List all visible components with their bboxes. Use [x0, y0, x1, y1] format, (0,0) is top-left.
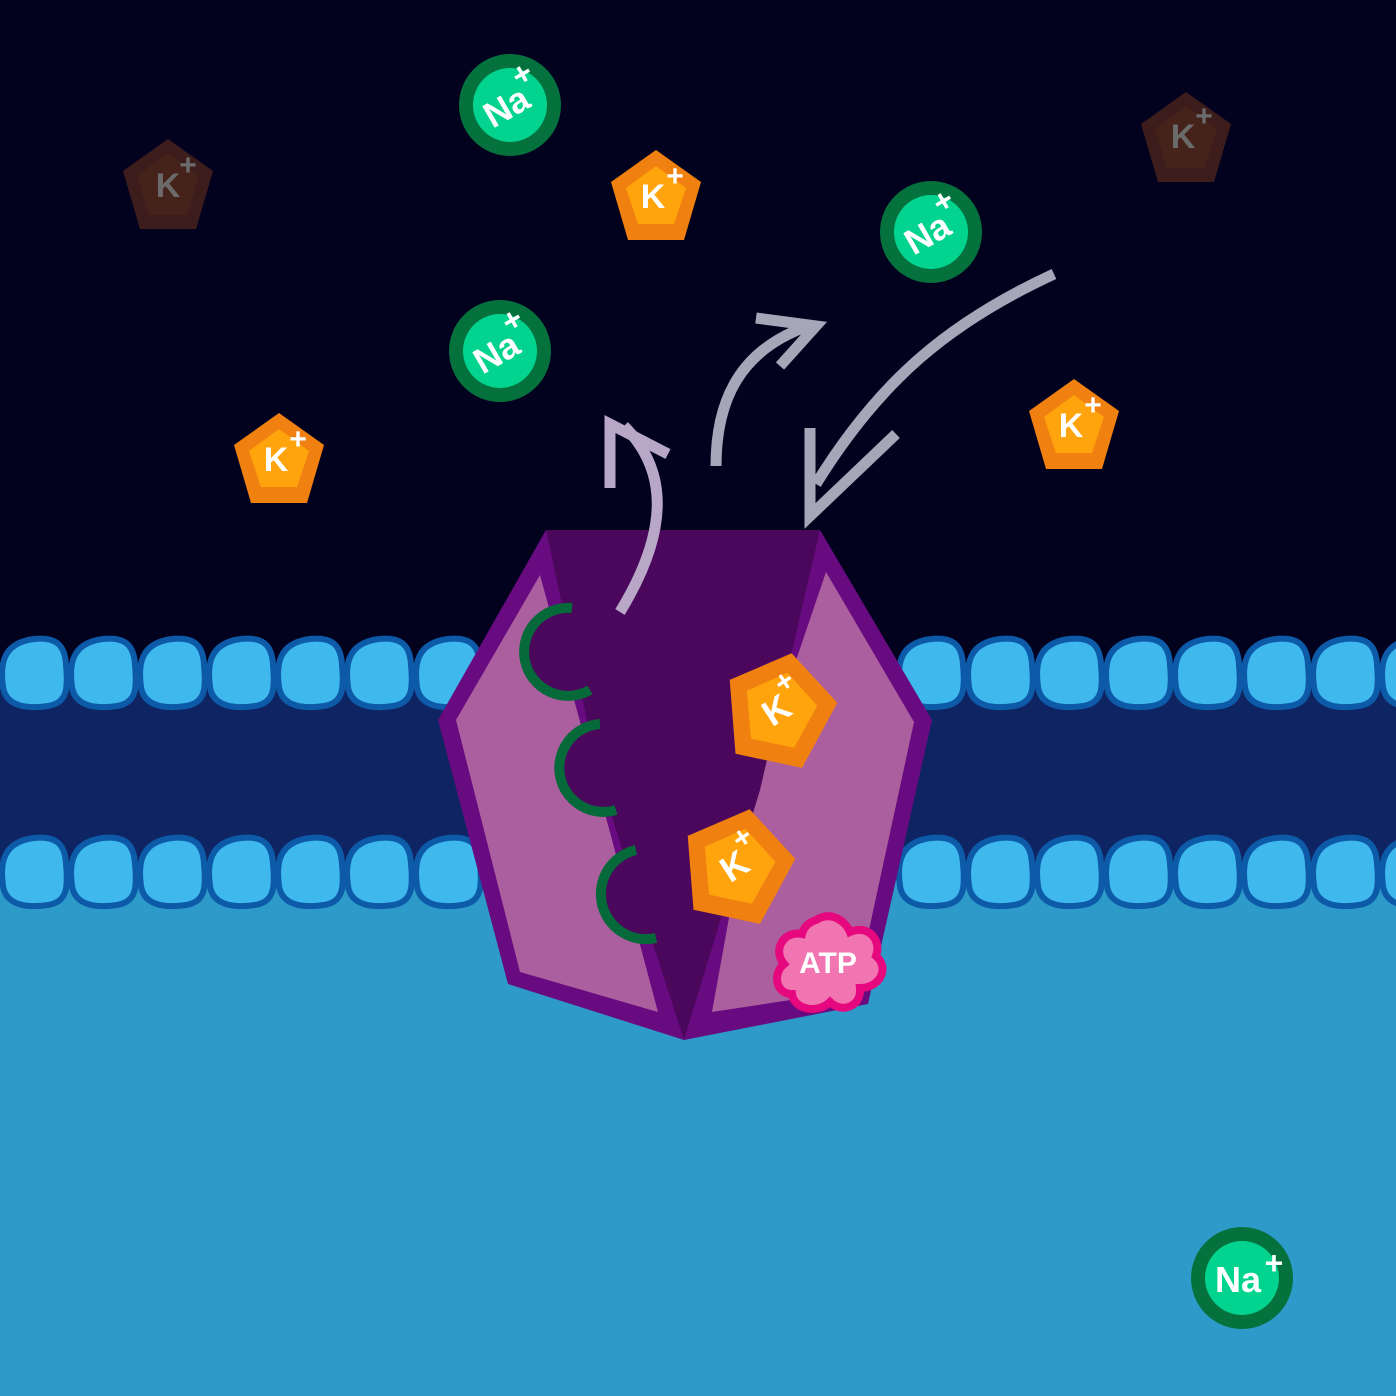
phospholipid-head: [1037, 639, 1102, 707]
sodium-potassium-pump: K + K + ATP: [438, 530, 932, 1040]
sodium-charge: +: [1265, 1245, 1284, 1281]
phospholipid-head: [1313, 639, 1378, 707]
potassium-ion-bound: K +: [687, 809, 796, 924]
phospholipid-head: [1244, 639, 1309, 707]
potassium-symbol: K: [264, 441, 289, 479]
sodium-ion: Na +: [880, 181, 982, 283]
potassium-charge: +: [179, 149, 197, 182]
pump-channel: [546, 530, 820, 1040]
phospholipid-head: [1106, 838, 1171, 906]
phospholipid-head: [1244, 838, 1309, 906]
potassium-ion-faded: K +: [123, 139, 213, 229]
sodium-ion: Na +: [459, 54, 561, 156]
phospholipid-head: [1106, 639, 1171, 707]
phospholipid-head: [1175, 639, 1240, 707]
phospholipid-head: [140, 838, 205, 906]
potassium-ion-bound: K +: [729, 653, 838, 768]
phospholipid-head: [2, 639, 67, 707]
potassium-ion-faded: K +: [1141, 92, 1231, 182]
binding-site: [595, 845, 658, 945]
phospholipid-head: [209, 639, 274, 707]
phospholipid-head: [71, 639, 136, 707]
potassium-symbol: K: [1059, 407, 1084, 445]
phospholipid-head: [1037, 838, 1102, 906]
atp-label: ATP: [799, 947, 857, 980]
binding-site: [554, 719, 618, 817]
sodium-exit-arrow-left: [604, 414, 671, 615]
sodium-ion: Na +: [449, 300, 551, 402]
potassium-charge: +: [666, 160, 684, 193]
potassium-ion: K +: [611, 150, 701, 240]
phospholipid-head: [968, 639, 1033, 707]
phospholipid-head: [899, 838, 964, 906]
phospholipid-head: [347, 838, 412, 906]
potassium-ion: K +: [234, 413, 324, 503]
atp-molecule: ATP: [773, 912, 887, 1013]
phospholipid-head: [1175, 838, 1240, 906]
potassium-charge: +: [289, 423, 307, 456]
phospholipid-head: [278, 838, 343, 906]
potassium-symbol: K: [156, 167, 181, 205]
phospholipid-head: [968, 838, 1033, 906]
phospholipid-head: [140, 639, 205, 707]
binding-site: [519, 602, 593, 701]
phospholipid-head: [278, 639, 343, 707]
sodium-ion: Na +: [1191, 1227, 1293, 1329]
potassium-charge: +: [1084, 389, 1102, 422]
phospholipid-head: [347, 639, 412, 707]
potassium-symbol: K: [641, 178, 666, 216]
potassium-charge: +: [1195, 100, 1213, 133]
phospholipid-head: [416, 838, 481, 906]
phospholipid-head: [1313, 838, 1378, 906]
potassium-ion: K +: [1029, 379, 1119, 469]
phospholipid-head: [209, 838, 274, 906]
sodium-symbol: Na: [1215, 1259, 1262, 1300]
sodium-exit-arrow-middle: [710, 312, 828, 467]
sodium-binding-sites: [519, 602, 658, 945]
transport-arrows: [604, 269, 1057, 615]
phospholipid-head: [2, 838, 67, 906]
potassium-symbol: K: [1171, 118, 1196, 156]
potassium-entry-arrow: [804, 269, 1057, 529]
phospholipid-head: [71, 838, 136, 906]
